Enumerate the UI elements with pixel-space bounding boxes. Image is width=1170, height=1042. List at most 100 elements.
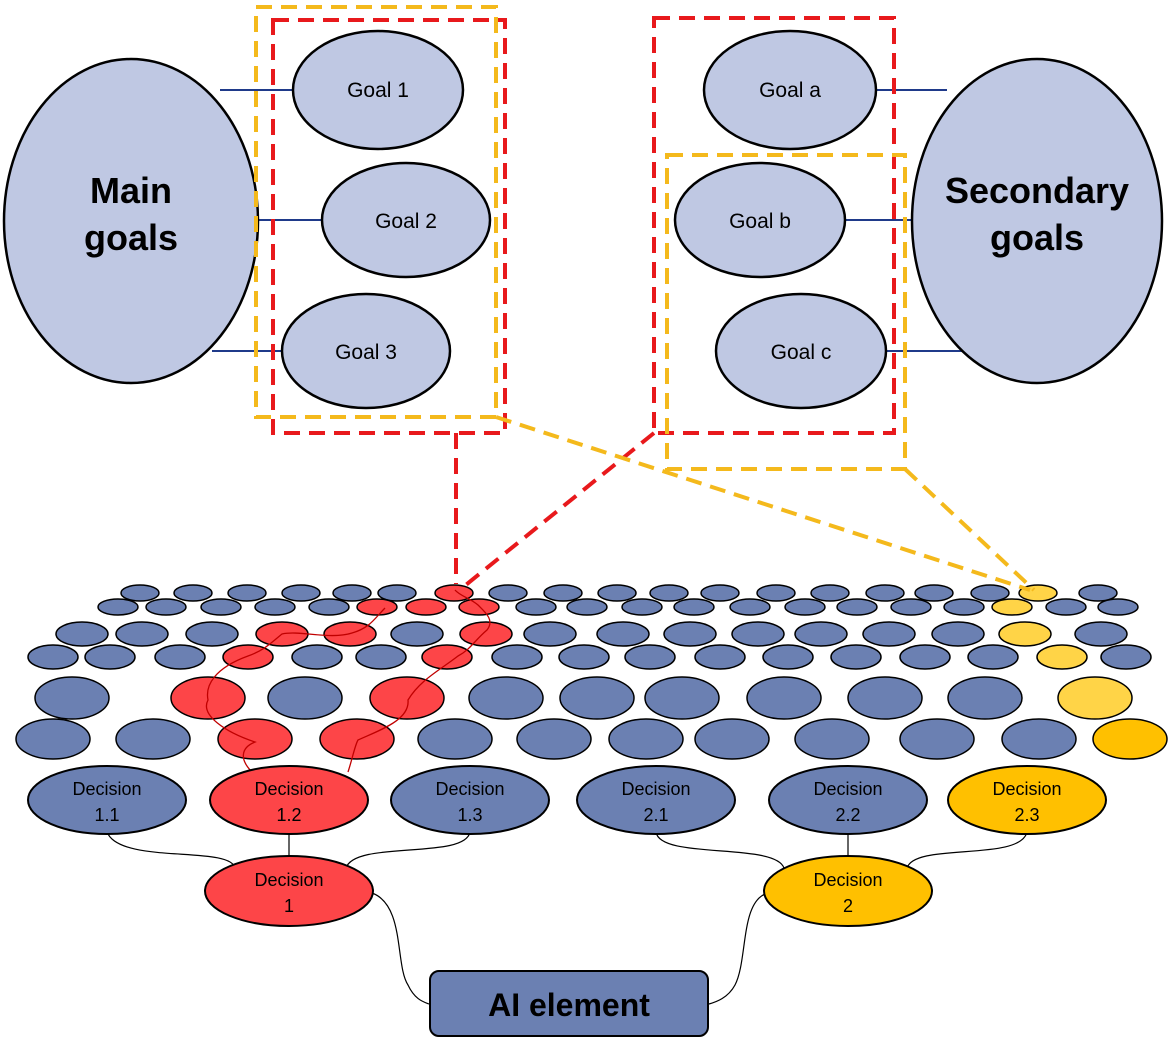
network-node-r3-9	[596, 621, 650, 647]
network-node-r3-6	[390, 621, 444, 647]
decision-level2-4-line1: Decision	[621, 779, 690, 799]
network-node-r1-9	[543, 584, 583, 602]
network-node-r4-7	[421, 644, 473, 670]
highlight-boxes	[254, 5, 907, 471]
goal-c-node: Goal c	[714, 292, 888, 410]
network-node-r3-8	[523, 621, 577, 647]
network-node-r3-12	[794, 621, 848, 647]
network-node-r4-6	[355, 644, 407, 670]
decision-level2-5-line2: 2.2	[835, 805, 860, 825]
goal-2-node: Goal 2	[320, 161, 492, 279]
network-node-r4-15	[967, 644, 1019, 670]
network-node-r4-11	[694, 644, 746, 670]
goal-b-node: Goal b	[673, 161, 847, 279]
highlight-pointers	[454, 415, 1036, 592]
secondary-goals-node: Secondary goals	[910, 57, 1164, 385]
network-node-r1-8	[488, 584, 528, 602]
network-node-r5-4	[369, 676, 445, 720]
network-node-r6-10	[899, 718, 975, 760]
network-node-r2-1	[97, 598, 139, 616]
main-goals-label-line1: Main	[90, 170, 172, 211]
network-node-r3-10	[663, 621, 717, 647]
network-node-r2-5	[308, 598, 350, 616]
network-node-r2-2	[145, 598, 187, 616]
goal-1-node: Goal 1	[291, 29, 465, 151]
network-node-r5-9	[847, 676, 923, 720]
network-node-r2-18	[991, 598, 1033, 616]
decision-level1-2-line1: Decision	[813, 870, 882, 890]
network-node-r5-3	[267, 676, 343, 720]
network-node-r1-19	[1078, 584, 1118, 602]
decision-level2-3-line2: 1.3	[457, 805, 482, 825]
decision-level1-row: Decision 1 Decision 2	[204, 855, 933, 927]
decision-level2-1-line1: Decision	[72, 779, 141, 799]
network-node-r6-12	[1092, 718, 1168, 760]
goal-2-label: Goal 2	[375, 210, 437, 233]
network-node-r4-10	[624, 644, 676, 670]
decision-level1-1-line1: Decision	[254, 870, 323, 890]
network-node-r6-6	[516, 718, 592, 760]
network-node-r3-3	[185, 621, 239, 647]
decision-node-field	[15, 584, 1168, 760]
network-node-r4-1	[27, 644, 79, 670]
goal-c-label: Goal c	[771, 341, 832, 364]
network-node-r5-1	[34, 676, 110, 720]
network-node-r6-11	[1001, 718, 1077, 760]
network-node-r6-7	[608, 718, 684, 760]
decision-level1-1-line2: 1	[284, 896, 294, 916]
connector-d13-d1	[345, 831, 471, 869]
network-node-r2-11	[621, 598, 663, 616]
network-node-r4-13	[830, 644, 882, 670]
network-node-r6-4	[319, 718, 395, 760]
network-node-r5-11	[1057, 676, 1133, 720]
decision-level2-2-line2: 1.2	[276, 805, 301, 825]
network-node-r2-20	[1097, 598, 1139, 616]
network-node-r2-19	[1045, 598, 1087, 616]
network-node-r5-8	[746, 676, 822, 720]
network-node-r4-3	[154, 644, 206, 670]
network-node-r6-2	[115, 718, 191, 760]
network-node-r3-16	[1074, 621, 1128, 647]
decision-level2-6-line1: Decision	[992, 779, 1061, 799]
network-node-r5-6	[559, 676, 635, 720]
decision-level1-2: Decision 2	[763, 855, 933, 927]
network-node-r1-4	[281, 584, 321, 602]
network-node-r5-5	[468, 676, 544, 720]
network-node-r5-10	[947, 676, 1023, 720]
goal-a-label: Goal a	[759, 79, 821, 102]
network-node-r3-15	[998, 621, 1052, 647]
network-node-r6-9	[794, 718, 870, 760]
network-node-r1-11	[649, 584, 689, 602]
network-node-r3-11	[731, 621, 785, 647]
goal-a-node: Goal a	[702, 29, 878, 151]
goal-b-label: Goal b	[729, 210, 791, 233]
network-node-r6-3	[217, 718, 293, 760]
main-goals-label-line2: goals	[84, 217, 178, 258]
network-node-r2-3	[200, 598, 242, 616]
decision-level1-2-line2: 2	[843, 896, 853, 916]
highlight-secondary-goals-red	[652, 16, 896, 435]
main-goals-node: Main goals	[2, 57, 260, 385]
network-node-r1-10	[597, 584, 637, 602]
network-node-r2-7	[405, 598, 447, 616]
ai-element-node: AI element	[429, 970, 709, 1037]
secondary-goals-label-line2: goals	[990, 217, 1084, 258]
red-decision-path	[205, 589, 491, 773]
network-node-r4-14	[899, 644, 951, 670]
network-node-r2-6	[356, 598, 398, 616]
connector-d23-d2	[906, 831, 1028, 869]
network-node-r4-2	[84, 644, 136, 670]
network-node-r2-16	[890, 598, 932, 616]
pointer-yellow-main	[495, 415, 1031, 592]
pointer-red-secondary	[460, 431, 656, 590]
decision-level1-1: Decision 1	[204, 855, 374, 927]
network-node-r2-14	[784, 598, 826, 616]
pointer-yellow-secondary	[903, 467, 1036, 592]
network-node-r2-9	[515, 598, 557, 616]
